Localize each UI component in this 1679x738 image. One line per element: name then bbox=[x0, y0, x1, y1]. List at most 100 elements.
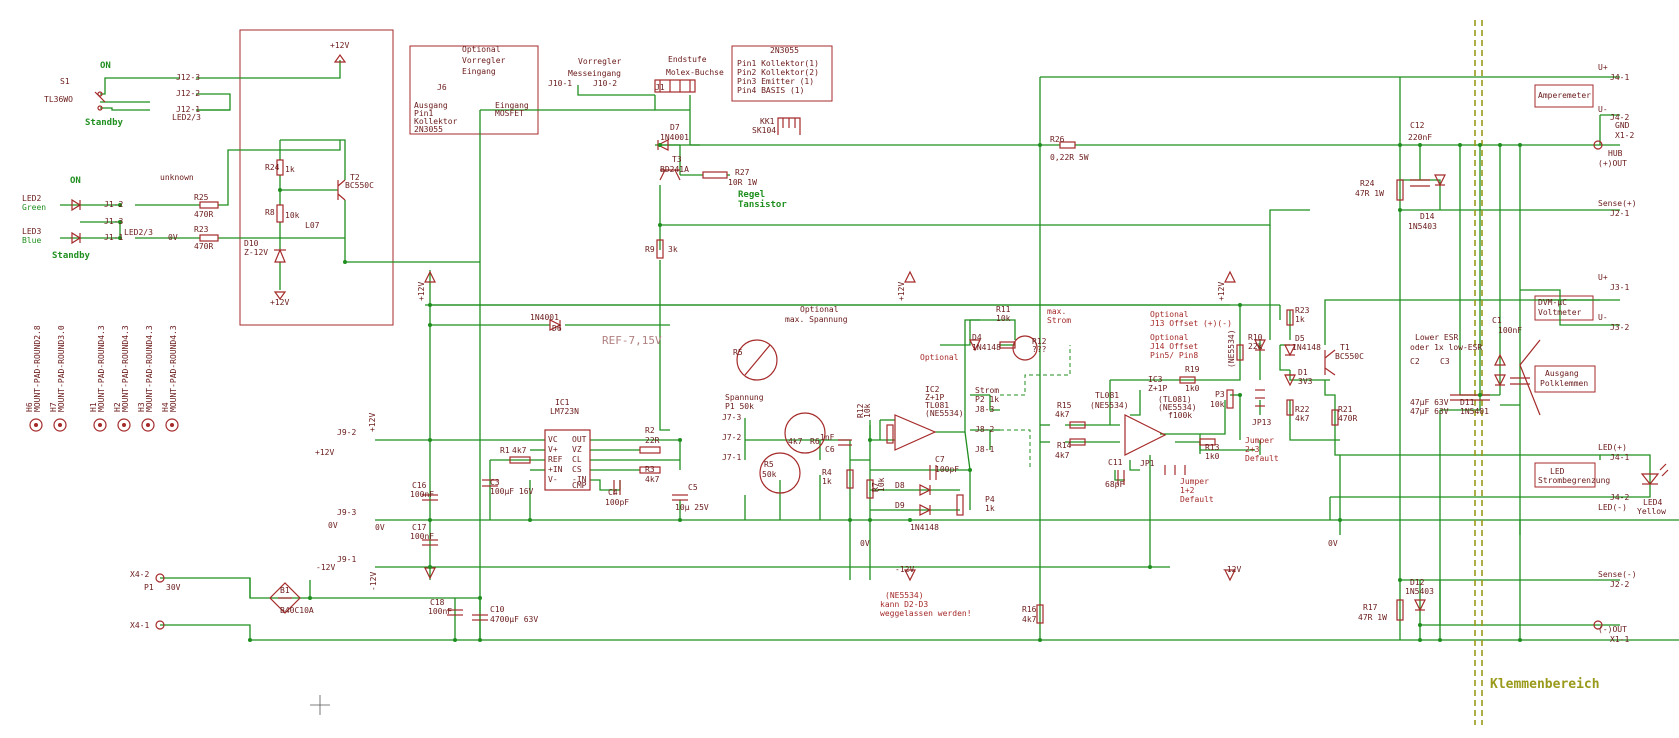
label-c5: C5 bbox=[688, 483, 698, 492]
label-mount3: MOUNT-PAD-ROUND4.3 bbox=[97, 325, 106, 412]
label-c12: C12 bbox=[1410, 121, 1425, 130]
label-ic1-cs: CS bbox=[572, 465, 582, 474]
label-r16: R16 bbox=[1022, 605, 1037, 614]
label-d4v: 1N4148 bbox=[972, 343, 1001, 352]
label-opt-box-3: Eingang bbox=[462, 67, 496, 76]
label-pin3: Pin3 Emitter (1) bbox=[737, 77, 814, 86]
label-r4: R4 bbox=[822, 468, 832, 477]
label-led-p: LED(+) bbox=[1598, 443, 1627, 452]
label-led2: LED2 bbox=[22, 194, 41, 203]
label-r22v: 4k7 bbox=[1295, 414, 1310, 423]
label-r11v: 10k bbox=[996, 314, 1011, 323]
label-h5: H3 bbox=[137, 402, 146, 412]
label-ic2v1: Z+1P bbox=[925, 393, 944, 402]
label-mount6: MOUNT-PAD-ROUND4.3 bbox=[169, 325, 178, 412]
label-ne-note3: weggelassen werden! bbox=[880, 609, 972, 618]
label-mount2: MOUNT-PAD-ROUND3.0 bbox=[57, 325, 66, 412]
label-r19: R19 bbox=[1185, 365, 1200, 374]
label-t2v: BC550C bbox=[345, 181, 374, 190]
label-ic1-in: +IN bbox=[548, 465, 563, 474]
label-jumper2c: Default bbox=[1245, 454, 1279, 463]
label-d5v: 1N4148 bbox=[1292, 343, 1321, 352]
label-p3v: 10k bbox=[1210, 400, 1225, 409]
label-r7v: 10k bbox=[877, 477, 886, 492]
label-pin-title: 2N3055 bbox=[770, 46, 799, 55]
label-u-minus-a: U- bbox=[1598, 105, 1608, 114]
label-opt-box-a3: Kollektor bbox=[414, 117, 458, 126]
label-r15v: 4k7 bbox=[1055, 410, 1070, 419]
label-h4: H2 bbox=[113, 402, 122, 412]
label-led2-color: Green bbox=[22, 203, 46, 212]
label-klemme-2: Polklemmen bbox=[1540, 379, 1588, 388]
label-r25v: 470R bbox=[194, 210, 213, 219]
label-j1-2: J1-2 bbox=[104, 200, 123, 209]
label-u-minus: U- bbox=[1598, 313, 1608, 322]
label-c6: C6 bbox=[825, 445, 835, 454]
label-r27: R27 bbox=[735, 168, 750, 177]
label-p12b: +12V bbox=[897, 282, 906, 301]
label-led-m: LED(-) bbox=[1598, 503, 1627, 512]
label-c16: C16 bbox=[412, 481, 427, 490]
label-d10v: Z-12V bbox=[244, 248, 268, 257]
label-amperemeter: Amperemeter bbox=[1538, 91, 1591, 100]
label-j7-3: J7-3 bbox=[722, 413, 741, 422]
label-ic1-cl: CL bbox=[572, 455, 582, 464]
label-r12v: 10k bbox=[863, 403, 872, 418]
label-r6v: 4k7 bbox=[788, 437, 803, 446]
label-r3: R3 bbox=[645, 465, 655, 474]
label-dvm-1: DVM-µC bbox=[1538, 298, 1567, 307]
label-c3v: 47µF 63V bbox=[1410, 407, 1449, 416]
label-r7: R7 bbox=[871, 482, 880, 492]
wires bbox=[60, 60, 1679, 641]
label-opt-max2: max. Spannung bbox=[785, 315, 848, 324]
label-r22: R22 bbox=[1295, 405, 1310, 414]
label-p4v: 1k bbox=[985, 504, 995, 513]
label-j9-1: J9-1 bbox=[337, 555, 356, 564]
label-r24b: R24 bbox=[1360, 179, 1375, 188]
label-c3a: C3 bbox=[490, 478, 500, 487]
label-r17v: 47R 1W bbox=[1358, 613, 1387, 622]
label-max1: max. bbox=[1047, 307, 1066, 316]
label-jumper2: Jumper bbox=[1245, 436, 1274, 445]
label-ic1-out: OUT bbox=[572, 435, 587, 444]
label-c11: C11 bbox=[1108, 458, 1123, 467]
label-b1v: B40C10A bbox=[280, 606, 314, 615]
label-optional2: Optional bbox=[920, 353, 959, 362]
label-t3v: BD241A bbox=[660, 165, 689, 174]
label-u-plus-a: U+ bbox=[1598, 63, 1608, 72]
label-h2: H7 bbox=[49, 402, 58, 412]
label-r2v: 22R bbox=[645, 436, 660, 445]
label-t3: T3 bbox=[672, 155, 682, 164]
label-j1-3: J1-3 bbox=[104, 217, 123, 226]
label-r24bv: 47R 1W bbox=[1355, 189, 1384, 198]
label-led3: LED3 bbox=[22, 227, 41, 236]
label-kk1: KK1 bbox=[760, 117, 775, 126]
label-r23v: 470R bbox=[194, 242, 213, 251]
label-r9v: 3k bbox=[668, 245, 678, 254]
label-m12a: -12V bbox=[369, 572, 378, 591]
label-r8: R8 bbox=[265, 208, 275, 217]
label-endstufe: Endstufe bbox=[668, 55, 707, 64]
label-ref: REF-7,15V bbox=[602, 334, 662, 347]
label-d9: D9 bbox=[895, 501, 905, 510]
label-ov-c: 0V bbox=[1328, 539, 1338, 548]
label-p12-box: +12V bbox=[270, 298, 289, 307]
label-r1: R1 bbox=[500, 446, 510, 455]
label-t2: T2 bbox=[350, 173, 360, 182]
label-j2-2: J2-2 bbox=[1610, 580, 1629, 589]
label-r23b: R23 bbox=[1295, 306, 1310, 315]
amperemeter-box bbox=[1534, 84, 1594, 108]
label-c1v: 100nF bbox=[1498, 326, 1522, 335]
label-c2: C2 bbox=[1410, 357, 1420, 366]
label-c5v: 10µ 25V bbox=[675, 503, 709, 512]
label-j4-1b: J4-1 bbox=[1610, 453, 1629, 462]
label-ic3v: Z+1P bbox=[1148, 384, 1167, 393]
label-p12d-rot: +12V bbox=[368, 413, 377, 432]
label-d6v: 1N4001 bbox=[530, 313, 559, 322]
label-c16v: 100nF bbox=[410, 490, 434, 499]
dvm-box bbox=[1534, 295, 1594, 321]
label-c12v: 220nF bbox=[1408, 133, 1432, 142]
label-b1: B1 bbox=[280, 586, 290, 595]
label-j12-2: J12-2 bbox=[176, 89, 200, 98]
ausgang-polklemmen-box bbox=[1534, 365, 1596, 393]
